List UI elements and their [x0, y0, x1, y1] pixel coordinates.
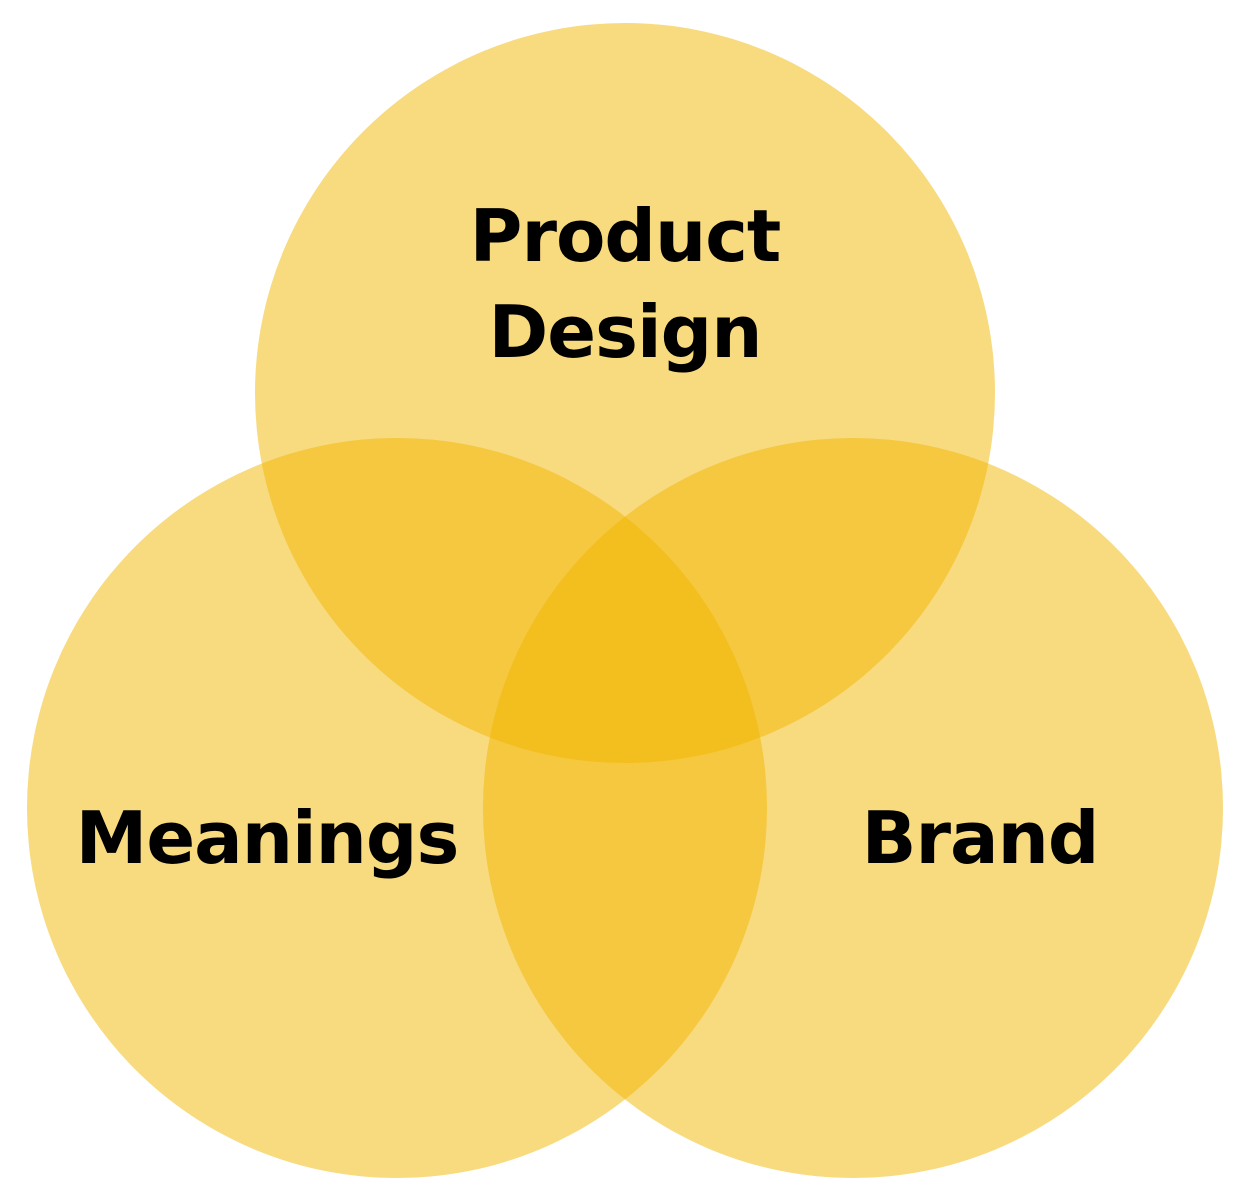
- label-brand: Brand: [861, 796, 1100, 880]
- label-product-design: Product Design: [425, 188, 825, 380]
- label-meanings: Meanings: [75, 796, 460, 880]
- label-product-design-line2: Design: [488, 290, 763, 374]
- circle-brand: [483, 438, 1223, 1178]
- label-product-design-line1: Product: [469, 194, 782, 278]
